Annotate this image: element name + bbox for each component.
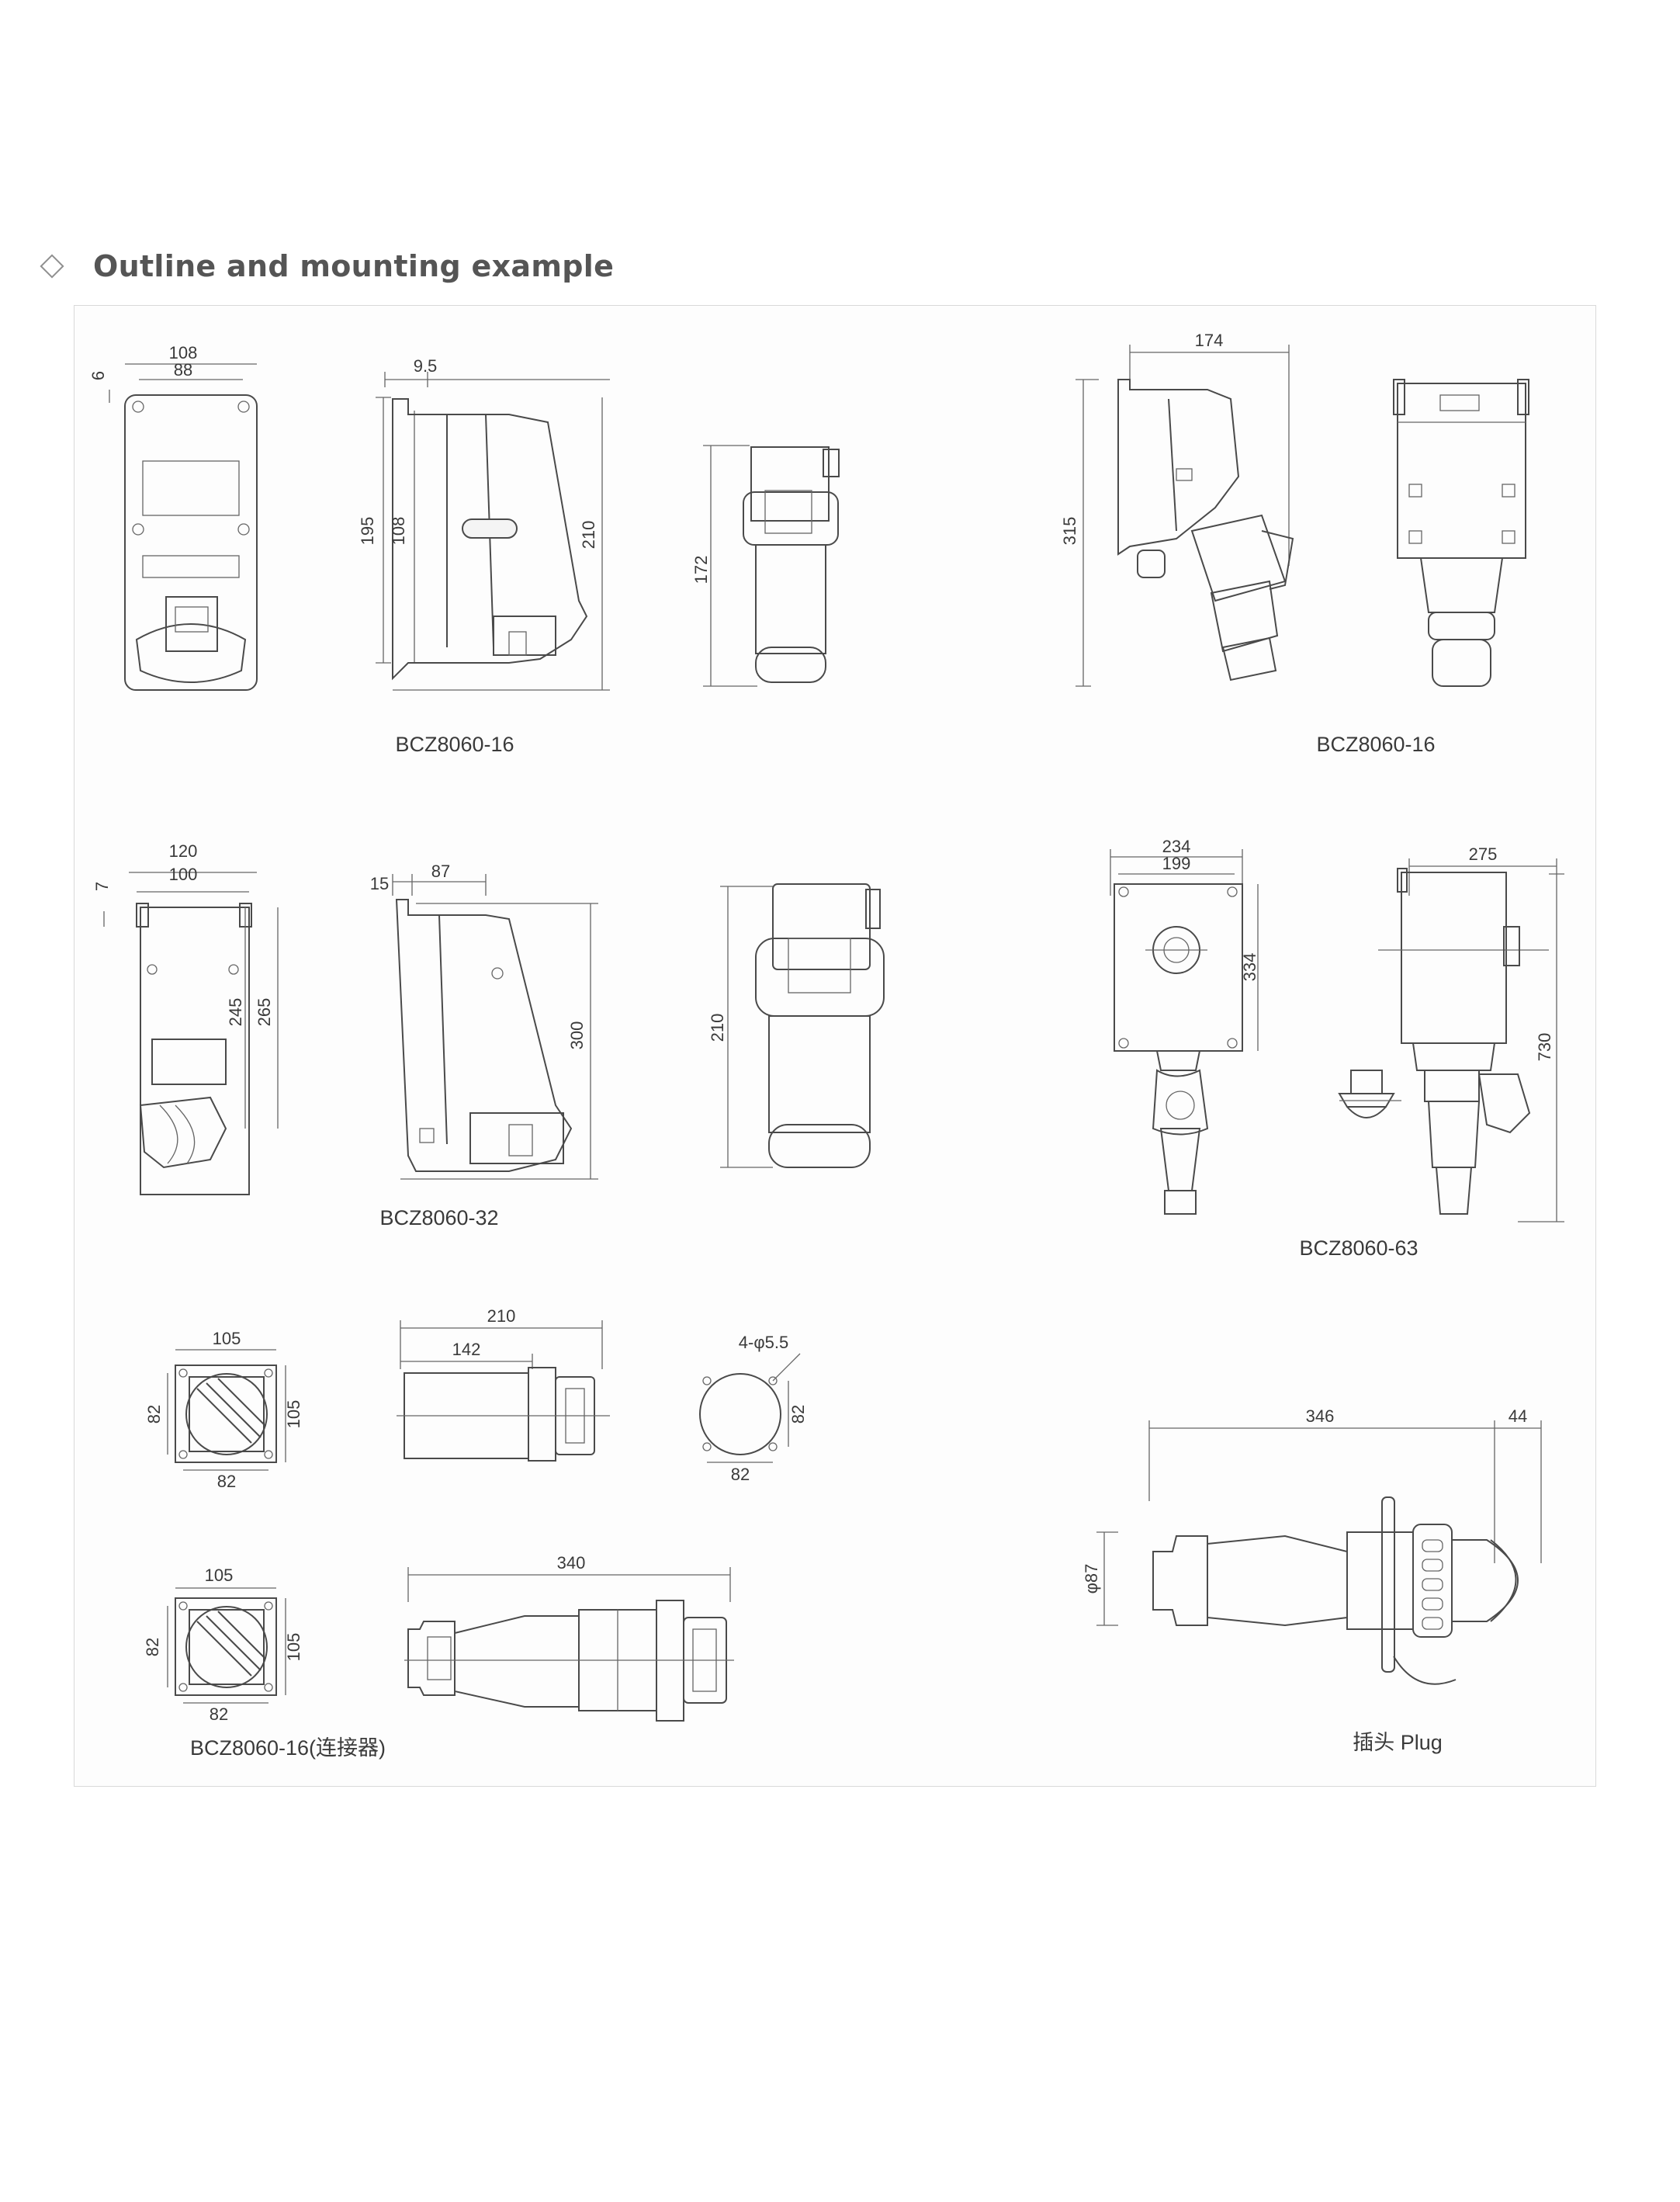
dim-a2: 88 bbox=[174, 360, 192, 380]
dim-o3: φ87 bbox=[1082, 1564, 1101, 1594]
dim-k2: 142 bbox=[452, 1340, 481, 1359]
dim-l3: 82 bbox=[731, 1465, 750, 1484]
plug-side-view bbox=[1096, 1420, 1542, 1685]
socket-side-view-2 bbox=[392, 874, 598, 1180]
dim-h1: 234 bbox=[1162, 837, 1191, 856]
dim-m1: 105 bbox=[205, 1566, 234, 1585]
dim-b4: 210 bbox=[579, 521, 598, 550]
caption-bcz8060-16-connector: BCZ8060-16(连接器) bbox=[190, 1736, 386, 1760]
socket-front-view-1 bbox=[109, 363, 258, 691]
socket-front-view-63 bbox=[1110, 849, 1259, 1215]
dim-b3: 108 bbox=[389, 517, 408, 546]
dim-h3: 334 bbox=[1240, 953, 1259, 982]
dim-l2: 82 bbox=[788, 1405, 808, 1423]
section-heading: Outline and mounting example bbox=[40, 247, 614, 286]
caption-bcz8060-16-a: BCZ8060-16 bbox=[395, 733, 514, 756]
plug-cap-detail bbox=[1338, 1070, 1401, 1118]
dim-j3: 105 bbox=[284, 1400, 303, 1429]
flange-side-view-1 bbox=[397, 1320, 610, 1462]
dim-m2: 82 bbox=[143, 1638, 162, 1656]
socket-side-view-63 bbox=[1378, 858, 1564, 1222]
dim-f2: 87 bbox=[431, 862, 450, 881]
socket-plug-assembly-1 bbox=[1076, 345, 1294, 687]
diamond-bullet-icon bbox=[40, 254, 64, 279]
dim-e3: 7 bbox=[92, 882, 112, 891]
dim-j2: 82 bbox=[144, 1405, 164, 1423]
flange-front-view-1 bbox=[167, 1349, 286, 1471]
dim-d1: 174 bbox=[1195, 331, 1224, 350]
connector-side-view bbox=[404, 1567, 734, 1722]
outline-drawing-panel: 108 88 6 9.5 195 108 210 BCZ8060-16 172 bbox=[74, 305, 1596, 1787]
plug-view-1 bbox=[703, 445, 840, 687]
flange-front-view-2 bbox=[167, 1587, 286, 1704]
mounting-hole-pattern bbox=[699, 1353, 801, 1463]
dim-e4: 245 bbox=[226, 998, 245, 1027]
section-title: Outline and mounting example bbox=[93, 249, 615, 283]
dim-m4: 82 bbox=[210, 1704, 228, 1724]
dim-h2: 199 bbox=[1162, 854, 1191, 873]
plug-view-2 bbox=[720, 883, 885, 1168]
dim-m3: 105 bbox=[284, 1633, 303, 1662]
dim-l1: 4-φ5.5 bbox=[739, 1333, 788, 1352]
dim-a1: 108 bbox=[169, 343, 198, 362]
caption-bcz8060-32: BCZ8060-32 bbox=[379, 1206, 498, 1229]
dim-j4: 82 bbox=[217, 1472, 236, 1491]
dim-n1: 340 bbox=[557, 1553, 586, 1573]
dim-e5: 265 bbox=[255, 998, 274, 1027]
socket-plug-front-1 bbox=[1393, 379, 1529, 687]
dim-f3: 300 bbox=[567, 1021, 587, 1050]
caption-bcz8060-16-b: BCZ8060-16 bbox=[1316, 733, 1435, 756]
dim-d2: 315 bbox=[1060, 517, 1079, 546]
dim-g1: 210 bbox=[708, 1014, 727, 1042]
dim-e1: 120 bbox=[169, 841, 198, 861]
dim-o1: 346 bbox=[1306, 1406, 1335, 1426]
dim-a3: 6 bbox=[88, 371, 108, 380]
outline-drawing: 108 88 6 9.5 195 108 210 BCZ8060-16 172 bbox=[88, 331, 1564, 1760]
dim-b2: 195 bbox=[358, 517, 377, 546]
dim-k1: 210 bbox=[487, 1306, 516, 1326]
caption-plug: 插头 Plug bbox=[1353, 1731, 1443, 1754]
caption-bcz8060-63: BCZ8060-63 bbox=[1299, 1236, 1418, 1260]
dim-j1: 105 bbox=[213, 1329, 241, 1348]
dim-e2: 100 bbox=[169, 865, 198, 884]
dim-o2: 44 bbox=[1509, 1406, 1527, 1426]
socket-front-view-2 bbox=[103, 872, 279, 1195]
dim-f1: 15 bbox=[370, 874, 389, 893]
dim-b1: 9.5 bbox=[414, 356, 438, 376]
socket-side-view-1 bbox=[376, 372, 610, 691]
dim-i2: 730 bbox=[1535, 1033, 1554, 1062]
dim-c1: 172 bbox=[691, 556, 711, 584]
dim-i1: 275 bbox=[1469, 844, 1498, 864]
